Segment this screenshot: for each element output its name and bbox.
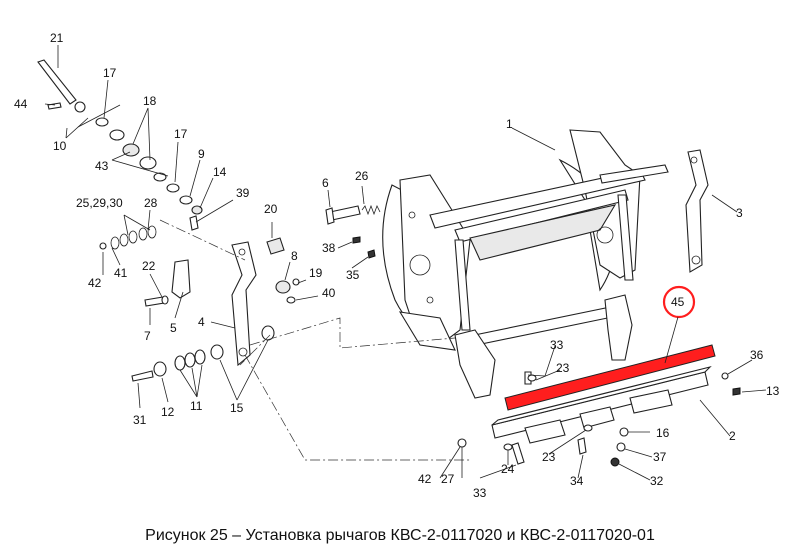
label-6: 6 — [322, 176, 329, 190]
label-34: 34 — [570, 474, 584, 488]
bolt-part-7 — [144, 296, 165, 307]
label-4: 4 — [198, 315, 205, 329]
label-17-top: 17 — [103, 66, 117, 80]
label-31: 31 — [133, 413, 147, 427]
washer-part-37 — [616, 442, 626, 452]
label-16: 16 — [656, 426, 670, 440]
label-42-top: 42 — [88, 276, 102, 290]
washer-part-24 — [503, 443, 513, 451]
label-17-mid: 17 — [174, 127, 188, 141]
label-20: 20 — [264, 202, 278, 216]
label-18: 18 — [143, 94, 157, 108]
label-33-top: 33 — [550, 338, 564, 352]
screw-part-35 — [367, 249, 376, 259]
label-24: 24 — [501, 462, 515, 476]
label-7: 7 — [144, 329, 151, 343]
label-26: 26 — [355, 169, 369, 183]
label-43: 43 — [95, 159, 109, 173]
assembly-diagram: 21 17 18 44 17 10 9 43 14 39 25,29,30 28… — [14, 31, 780, 500]
leader-lines — [44, 45, 767, 481]
position-labels: 21 17 18 44 17 10 9 43 14 39 25,29,30 28… — [14, 31, 780, 500]
label-23-bottom: 23 — [542, 450, 556, 464]
bolt-part-34 — [577, 437, 587, 455]
label-13: 13 — [766, 384, 780, 398]
washer-part-12 — [153, 361, 167, 377]
label-28: 28 — [144, 196, 158, 210]
screw-part-38 — [352, 236, 361, 244]
washer-part-40 — [286, 296, 296, 304]
bolt-part-32 — [610, 457, 620, 467]
label-1: 1 — [506, 117, 513, 131]
washer-part-23-a — [527, 374, 537, 382]
bearing-stack-17-18-43 — [95, 117, 203, 215]
bar-part-2 — [491, 365, 712, 444]
label-19: 19 — [309, 266, 323, 280]
washer-part-36 — [721, 372, 729, 380]
label-37: 37 — [653, 450, 667, 464]
screw-part-44 — [47, 102, 62, 110]
label-38: 38 — [322, 241, 336, 255]
nut-part-21 — [74, 101, 86, 113]
label-35: 35 — [346, 268, 360, 282]
nipple-part-42-b — [457, 438, 467, 448]
label-33-bottom: 33 — [473, 486, 487, 500]
bolt-part-21 — [37, 59, 77, 105]
label-23-top: 23 — [556, 361, 570, 375]
ring-set-25-29-30 — [110, 225, 157, 250]
label-40: 40 — [322, 286, 336, 300]
bracket-part-5 — [171, 259, 191, 299]
washer-part-19 — [292, 278, 300, 286]
label-32: 32 — [650, 474, 664, 488]
pin-head-6 — [325, 207, 335, 225]
label-45: 45 — [671, 295, 685, 309]
label-3: 3 — [736, 206, 743, 220]
washer-part-23-b — [583, 424, 593, 432]
assembly-centerlines — [159, 219, 470, 461]
label-41: 41 — [114, 266, 128, 280]
label-42-bottom: 42 — [418, 472, 432, 486]
label-25-29-30: 25,29,30 — [76, 196, 123, 210]
pin-part-6 — [329, 205, 361, 221]
washer-stack-11 — [174, 349, 206, 371]
washer-part-22 — [161, 295, 169, 305]
label-44: 44 — [14, 97, 28, 111]
bolt-part-33-b — [511, 442, 525, 465]
label-15: 15 — [230, 401, 244, 415]
screw-part-13 — [732, 387, 741, 396]
label-10: 10 — [53, 139, 67, 153]
screw-part-39 — [189, 215, 199, 231]
label-39: 39 — [236, 186, 250, 200]
bushing-part-8 — [275, 280, 291, 294]
nipple-part-42-a — [99, 242, 107, 250]
label-22: 22 — [142, 259, 156, 273]
label-36: 36 — [750, 348, 764, 362]
label-12: 12 — [161, 405, 175, 419]
washer-part-15-b — [261, 325, 275, 341]
label-11: 11 — [190, 399, 203, 413]
nut-part-16 — [619, 427, 629, 437]
washer-part-15-a — [210, 344, 224, 360]
highlighted-part-45 — [504, 285, 716, 411]
bushing-part-20 — [266, 237, 285, 255]
label-21: 21 — [50, 31, 64, 45]
bolt-part-31 — [131, 370, 154, 382]
lever-part-4 — [231, 241, 257, 367]
spring-part-26 — [361, 204, 381, 216]
label-2: 2 — [729, 429, 736, 443]
lever-part-3 — [685, 149, 709, 273]
label-8: 8 — [291, 249, 298, 263]
frame-part-1 — [382, 129, 669, 399]
label-27: 27 — [441, 472, 455, 486]
figure-caption: Рисунок 25 – Установка рычагов КВС-2-011… — [145, 527, 655, 544]
label-14: 14 — [213, 165, 227, 179]
label-5: 5 — [170, 321, 177, 335]
label-9: 9 — [198, 147, 205, 161]
